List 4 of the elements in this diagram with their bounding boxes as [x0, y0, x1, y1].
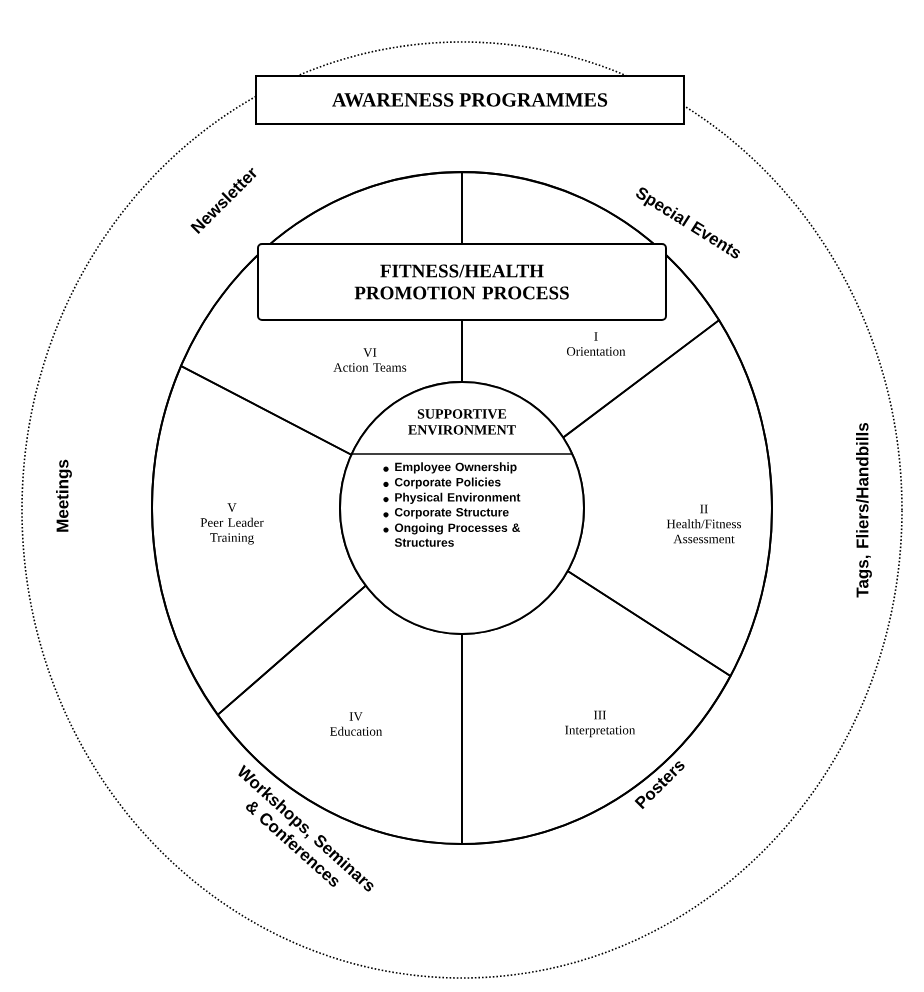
ring-label: Meetings [56, 459, 72, 532]
title-box: AWARENESS PROGRAMMES [255, 75, 685, 125]
ring-label: Tags, Fliers/Handbills [856, 423, 872, 598]
process-box: FITNESS/HEALTH PROMOTION PROCESS [257, 243, 667, 321]
